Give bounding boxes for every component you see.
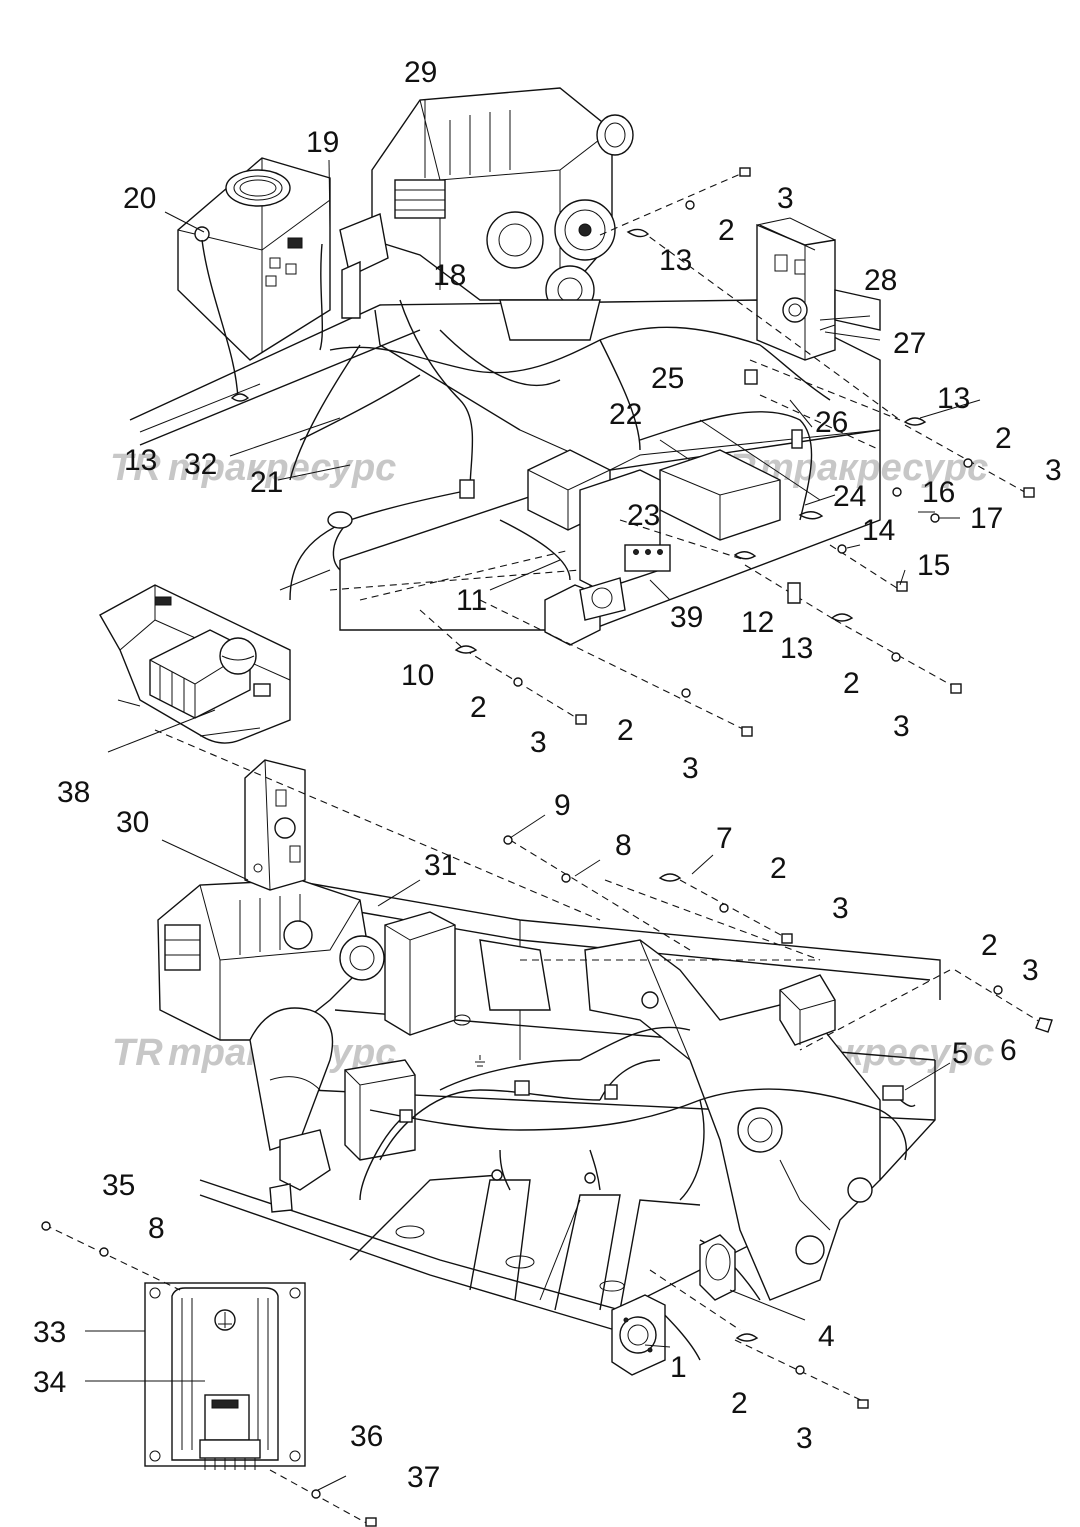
callout-label: 9 bbox=[554, 789, 571, 822]
callout-label: 33 bbox=[33, 1316, 66, 1349]
callout-label: 30 bbox=[116, 806, 149, 839]
watermark-logo: TR bbox=[110, 447, 161, 489]
fasteners-upper bbox=[230, 167, 1035, 737]
callout-label: 34 bbox=[33, 1366, 66, 1399]
upper-assembly bbox=[129, 87, 1035, 737]
watermark-logo: TR bbox=[112, 1032, 163, 1074]
callout-label: 15 bbox=[917, 549, 950, 582]
callout-labels: 29 19 20 3 2 13 18 28 27 25 13 22 26 2 3… bbox=[33, 56, 1062, 1494]
upper-control-panel bbox=[756, 217, 881, 361]
lower-batteries bbox=[344, 911, 551, 1161]
callout-label: 14 bbox=[862, 514, 895, 547]
callout-label: 10 bbox=[401, 659, 434, 692]
tank-block bbox=[177, 157, 331, 401]
callout-label: 2 bbox=[617, 714, 634, 747]
callout-label: 36 bbox=[350, 1420, 383, 1453]
callout-label: 38 bbox=[57, 776, 90, 809]
callout-label: 3 bbox=[682, 752, 699, 785]
callout-label: 18 bbox=[433, 259, 466, 292]
callout-label: 7 bbox=[716, 822, 733, 855]
callout-label: 20 bbox=[123, 182, 156, 215]
callout-label: 19 bbox=[306, 126, 339, 159]
leader-lines bbox=[85, 100, 981, 1491]
lower-sensors bbox=[611, 1234, 736, 1376]
lower-wiring bbox=[359, 1026, 916, 1361]
callout-label: 24 bbox=[833, 480, 866, 513]
callout-label: 3 bbox=[832, 892, 849, 925]
callout-label: 13 bbox=[780, 632, 813, 665]
callout-label: 37 bbox=[407, 1461, 440, 1494]
callout-label: 27 bbox=[893, 327, 926, 360]
watermark-text: тракресурс bbox=[760, 447, 988, 489]
callout-label: 2 bbox=[981, 929, 998, 962]
callout-label: 39 bbox=[670, 601, 703, 634]
callout-label: 3 bbox=[777, 182, 794, 215]
callout-label: 32 bbox=[184, 448, 217, 481]
callout-label: 2 bbox=[470, 691, 487, 724]
callout-label: 13 bbox=[659, 244, 692, 277]
callout-label: 17 bbox=[970, 502, 1003, 535]
callout-label: 28 bbox=[864, 264, 897, 297]
callout-label: 3 bbox=[1045, 454, 1062, 487]
valve-block-inset bbox=[99, 584, 291, 744]
callout-label: 8 bbox=[615, 829, 632, 862]
callout-label: 13 bbox=[937, 382, 970, 415]
callout-label: 16 bbox=[922, 476, 955, 509]
callout-label: 2 bbox=[843, 667, 860, 700]
ecu-module bbox=[144, 1282, 306, 1470]
callout-label: 2 bbox=[770, 852, 787, 885]
callout-label: 23 bbox=[627, 499, 660, 532]
callout-label: 4 bbox=[818, 1320, 835, 1353]
callout-label: 2 bbox=[995, 422, 1012, 455]
callout-label: 25 bbox=[651, 362, 684, 395]
callout-label: 31 bbox=[424, 849, 457, 882]
callout-label: 21 bbox=[250, 466, 283, 499]
callout-label: 3 bbox=[796, 1422, 813, 1455]
lower-control-panel bbox=[244, 759, 306, 891]
lower-assembly bbox=[41, 729, 1053, 1527]
callout-label: 2 bbox=[718, 214, 735, 247]
callout-label: 5 bbox=[952, 1037, 969, 1070]
engine-lower bbox=[157, 879, 385, 1213]
watermark-text: тракресурс bbox=[168, 447, 396, 489]
callout-label: 1 bbox=[670, 1351, 687, 1384]
callout-label: 26 bbox=[815, 406, 848, 439]
callout-label: 11 bbox=[456, 584, 487, 617]
callout-label: 3 bbox=[893, 710, 910, 743]
callout-label: 3 bbox=[1022, 954, 1039, 987]
boom-arm bbox=[584, 939, 881, 1301]
engine-upper bbox=[339, 87, 634, 341]
callout-label: 3 bbox=[530, 726, 547, 759]
callout-label: 29 bbox=[404, 56, 437, 89]
callout-label: 22 bbox=[609, 398, 642, 431]
upper-batteries bbox=[527, 449, 781, 646]
callout-label: 13 bbox=[124, 444, 157, 477]
fasteners-lower bbox=[41, 835, 1053, 1527]
callout-label: 6 bbox=[1000, 1034, 1017, 1067]
watermark-top-left: TR тракресурс bbox=[110, 447, 396, 489]
callout-label: 2 bbox=[731, 1387, 748, 1420]
callout-label: 8 bbox=[148, 1212, 165, 1245]
upper-wiring bbox=[289, 299, 831, 601]
callout-label: 12 bbox=[741, 606, 774, 639]
callout-label: 35 bbox=[102, 1169, 135, 1202]
